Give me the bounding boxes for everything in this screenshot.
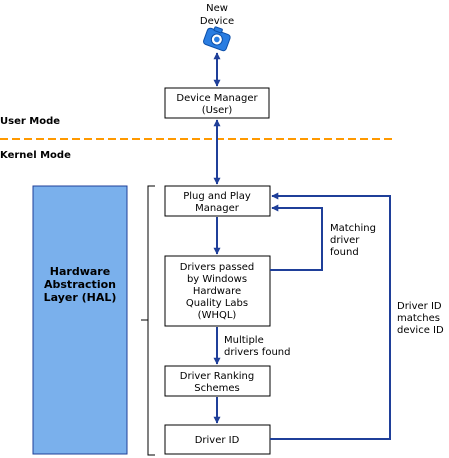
driver-id-matches-label-line3: device ID	[397, 325, 444, 336]
whql-label-line3: Hardware	[193, 286, 241, 297]
kernel-mode-label: Kernel Mode	[0, 150, 71, 161]
device-camera-icon	[202, 26, 231, 52]
driver-id-match-loop-arrow	[270, 192, 391, 440]
hal-label-line3: Layer (HAL)	[44, 291, 117, 304]
driver-id-box	[164, 424, 271, 455]
whql-label-line2: by Windows	[187, 274, 247, 285]
whql-box	[164, 255, 271, 327]
matching-driver-loop-arrow	[270, 204, 323, 271]
multiple-label-line1: Multiple	[224, 335, 264, 346]
pnp-manager-label-line1: Plug and Play	[183, 191, 251, 202]
hal-block	[32, 185, 128, 455]
driver-ranking-label-line1: Driver Ranking	[180, 371, 254, 382]
pnp-manager-box	[164, 185, 271, 217]
driver-id-label: Driver ID	[195, 435, 240, 446]
multiple-label-line2: drivers found	[224, 347, 290, 358]
device-manager-box	[164, 87, 270, 119]
device-manager-label-line2: (User)	[202, 105, 233, 116]
user-mode-label: User Mode	[0, 116, 60, 127]
whql-label-line1: Drivers passed	[180, 262, 255, 273]
driver-id-matches-label-line2: matches	[397, 313, 440, 324]
matching-label-line3: found	[330, 247, 359, 258]
pnp-manager-label-line2: Manager	[195, 203, 240, 214]
device-manager-label-line1: Device Manager	[176, 93, 258, 104]
whql-label-line5: (WHQL)	[198, 310, 237, 321]
driver-ranking-box	[164, 365, 271, 397]
driver-ranking-label-line2: Schemes	[194, 383, 239, 394]
matching-label-line2: driver	[330, 235, 360, 246]
kernel-bracket	[141, 185, 155, 456]
hal-label-line2: Abstraction	[44, 278, 116, 291]
whql-label-line4: Quality Labs	[186, 298, 248, 309]
matching-label-line1: Matching	[330, 223, 376, 234]
new-device-label-line2: Device	[200, 16, 234, 27]
new-device-label-line1: New	[206, 3, 228, 14]
hal-label-line1: Hardware	[50, 265, 110, 278]
driver-id-matches-label-line1: Driver ID	[397, 301, 442, 312]
